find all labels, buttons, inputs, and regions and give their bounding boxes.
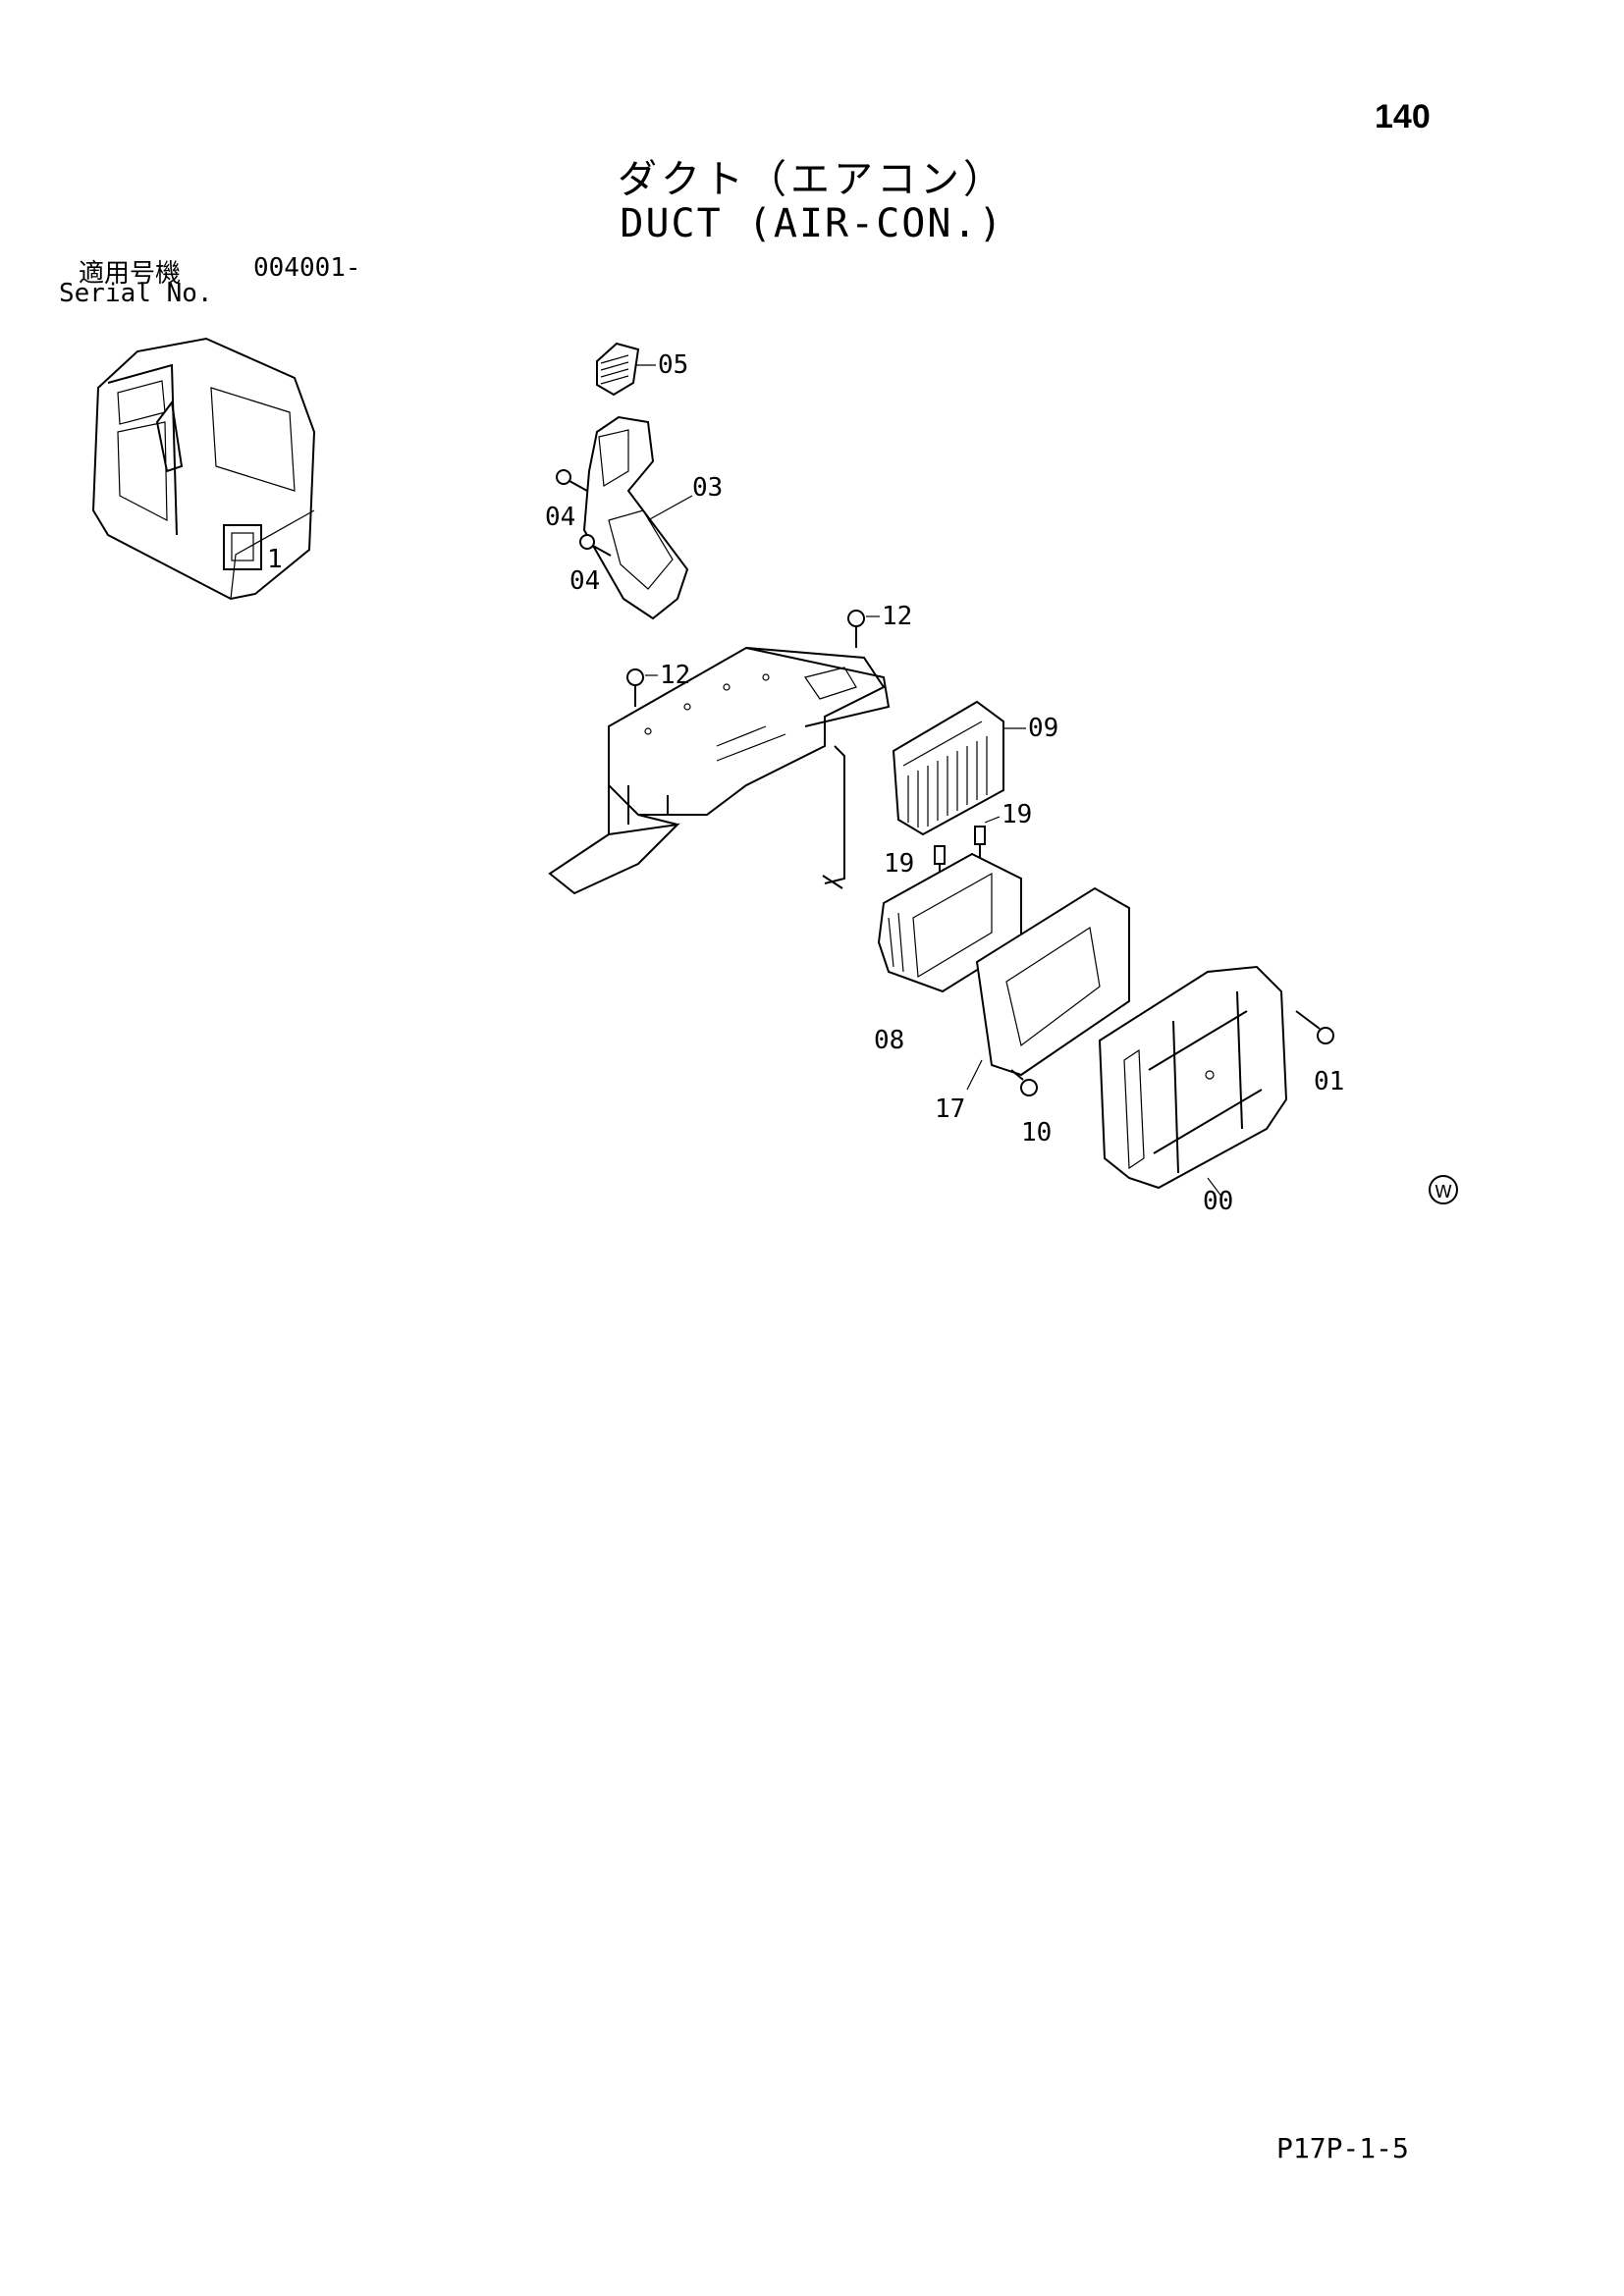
part-12-bolt-right (847, 610, 865, 648)
part-10-screw (1010, 1069, 1038, 1096)
callout-17: 17 (935, 1095, 965, 1124)
cab-locator-thumbnail: 1 (91, 337, 316, 601)
page-title-japanese: ダクト（エアコン） (618, 157, 1006, 202)
page-number: 140 (1375, 98, 1431, 135)
callout-04-upper: 04 (545, 503, 575, 532)
svg-text:1: 1 (267, 545, 283, 574)
callout-12-right: 12 (882, 602, 912, 631)
part-03-duct (582, 415, 689, 620)
page-title-english: DUCT (AIR-CON.) (620, 201, 1004, 246)
part-04-screw-lower (579, 534, 612, 557)
footer-page-code: P17P-1-5 (1276, 2132, 1409, 2164)
callout-01: 01 (1314, 1067, 1344, 1096)
callout-03: 03 (692, 473, 723, 503)
serial-label-japanese: 適用号機 (79, 259, 182, 289)
part-01-screw (1295, 1010, 1334, 1044)
callout-19-left: 19 (884, 849, 914, 879)
callout-10: 10 (1021, 1118, 1052, 1148)
callout-04-lower: 04 (569, 566, 600, 596)
callout-19-right: 19 (1001, 800, 1032, 829)
callout-12-left: 12 (660, 661, 690, 690)
part-09-filter (892, 700, 1004, 836)
callout-00: 00 (1203, 1187, 1233, 1216)
part-12-bolt-left (626, 668, 644, 707)
serial-number-value: 004001- (253, 253, 361, 283)
serial-label-english: Serial No. (59, 279, 213, 308)
part-17-gasket (975, 886, 1130, 1077)
duct-frame-assembly (548, 646, 891, 895)
part-04-screw-upper (556, 469, 588, 492)
circled-w-mark: W (1429, 1175, 1458, 1204)
callout-08: 08 (874, 1026, 904, 1055)
callout-09: 09 (1028, 714, 1058, 743)
part-05-louver (596, 342, 640, 397)
svg-text:W: W (1435, 1182, 1452, 1202)
part-00-cover (1098, 965, 1288, 1190)
callout-05: 05 (658, 350, 688, 380)
